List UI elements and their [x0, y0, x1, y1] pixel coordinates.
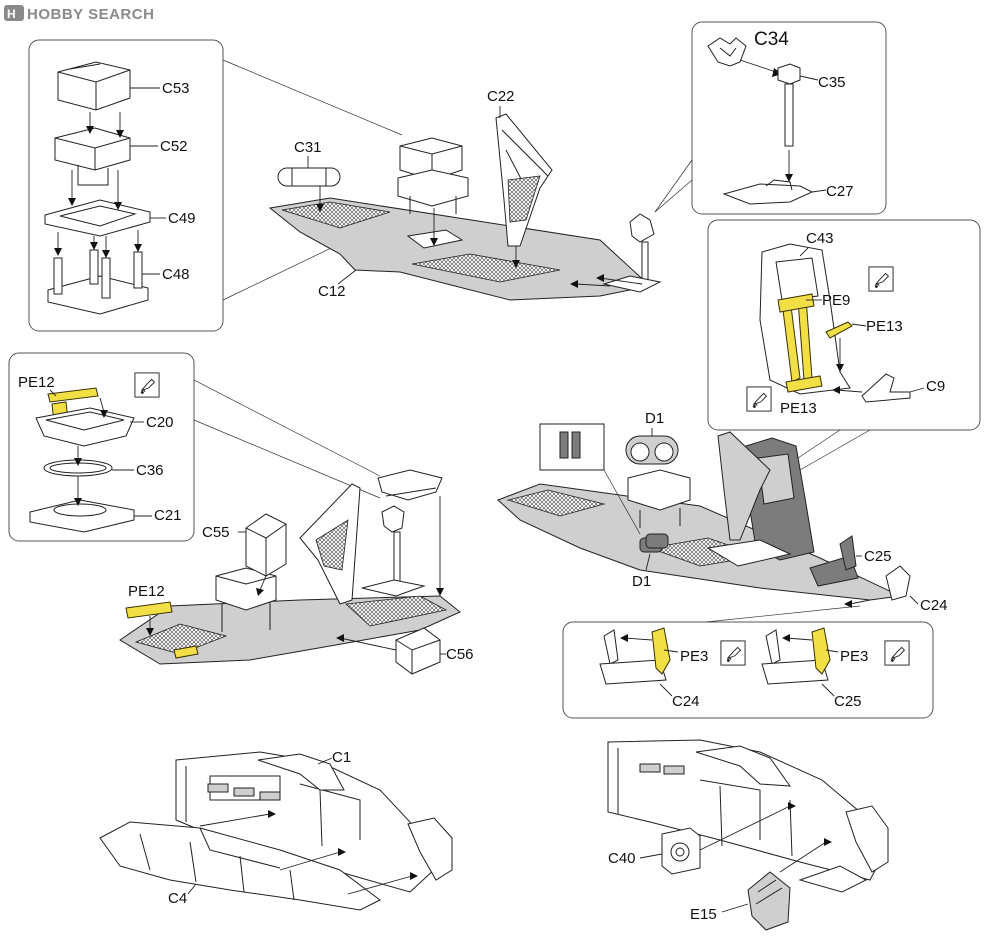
label-pe13-top: PE13 [866, 318, 903, 335]
bend-pe-part-icon [720, 640, 746, 666]
box-shaded [627, 469, 691, 528]
inset-seat: C43 PE9 PE13 C9 PE13 [707, 219, 981, 471]
part-c4 [99, 821, 381, 911]
part-pe3-left [651, 627, 671, 675]
fuselage-assembly-right: C40 E15 [607, 739, 889, 931]
part-c48 [47, 249, 149, 315]
part-c25-main [809, 535, 859, 587]
label-c4: C4 [168, 890, 187, 907]
turntable-installed [377, 469, 443, 501]
label-c24-main: C24 [920, 597, 948, 614]
part-c52 [54, 127, 131, 186]
part-c24-inset [599, 629, 667, 685]
box-assembly-middle [215, 567, 277, 632]
box-assembly-top [397, 137, 469, 214]
floor-middle [119, 595, 461, 665]
label-c48: C48 [162, 266, 190, 283]
part-pe13-bottom [785, 375, 823, 393]
part-c35 [777, 63, 801, 147]
part-e15 [747, 871, 791, 931]
bend-pe-part-icon [134, 372, 160, 398]
part-c40 [661, 827, 701, 875]
label-c12: C12 [318, 283, 346, 300]
label-c53: C53 [162, 80, 190, 97]
bend-pe-part-icon [884, 640, 910, 666]
seat-installed [706, 437, 815, 567]
label-c56: C56 [446, 646, 474, 663]
label-c27: C27 [826, 183, 854, 200]
watermark-text: HOBBY SEARCH [27, 6, 154, 23]
part-d1-bottom [639, 533, 669, 553]
part-pe12-main [125, 601, 199, 659]
part-c24-main [885, 565, 911, 601]
label-c40: C40 [608, 850, 636, 867]
part-c53 [57, 61, 131, 111]
label-e15: E15 [690, 906, 717, 923]
label-c1: C1 [332, 749, 351, 766]
bend-pe-part-icon [746, 386, 772, 412]
part-pe9 [777, 293, 815, 383]
radio-detail-box [539, 423, 641, 535]
label-pe3-right: PE3 [840, 648, 868, 665]
part-pe3-right [811, 627, 831, 675]
label-pe12-inset: PE12 [18, 374, 55, 391]
hobby-search-logo-icon: H [4, 5, 24, 21]
part-c31 [277, 167, 341, 187]
label-d1-bottom: D1 [632, 573, 651, 590]
floor-assembly-shaded: D1 D1 C25 C24 [497, 410, 948, 614]
part-c49 [44, 199, 151, 237]
label-c55: C55 [202, 524, 230, 541]
label-pe13-bottom: PE13 [780, 400, 817, 417]
label-c49: C49 [168, 210, 196, 227]
label-c24-inset: C24 [672, 693, 700, 710]
svg-text:H: H [7, 7, 16, 21]
label-pe3-left: PE3 [680, 648, 708, 665]
part-c20 [35, 407, 135, 447]
part-pe13-top [825, 321, 853, 339]
label-c36: C36 [136, 462, 164, 479]
label-c22: C22 [487, 88, 515, 105]
label-c25-main: C25 [864, 548, 892, 565]
bend-pe-part-icon [868, 266, 894, 292]
floor-assembly-middle: C55 PE12 C56 [119, 469, 474, 675]
floor-shaded [497, 483, 902, 601]
label-c43: C43 [806, 230, 834, 247]
label-c21: C21 [154, 507, 182, 524]
watermark: H HOBBY SEARCH [4, 5, 154, 23]
inset-pedals: PE3 C24 PE3 C25 [562, 605, 934, 719]
label-d1-top: D1 [645, 410, 664, 427]
label-c31: C31 [294, 139, 322, 156]
part-d1-top [625, 435, 679, 465]
label-c52: C52 [160, 138, 188, 155]
frame-shaded [717, 431, 771, 541]
part-c25-inset [761, 629, 829, 685]
part-c9 [861, 373, 911, 403]
label-c34: C34 [754, 29, 789, 50]
label-c20: C20 [146, 414, 174, 431]
inset-control-stick: C34 C35 C27 [654, 21, 887, 215]
part-c56 [395, 627, 441, 675]
fuselage-assembly-left: C1 C4 [99, 749, 453, 911]
label-pe12-main: PE12 [128, 583, 165, 600]
inset-storage-box: C53 C52 C49 C48 [28, 39, 403, 332]
part-c34 [707, 37, 747, 67]
label-c25-inset: C25 [834, 693, 862, 710]
inset-turntable: PE12 C20 C36 C21 [8, 352, 381, 542]
frame-middle [299, 483, 361, 605]
label-c35: C35 [818, 74, 846, 91]
label-pe9: PE9 [822, 292, 850, 309]
part-c1 [175, 751, 453, 893]
control-stick-installed [602, 213, 662, 293]
floor-assembly-top: C22 C31 C12 [268, 88, 662, 301]
part-c55 [245, 513, 287, 577]
stick-middle [361, 505, 426, 597]
part-c22 [495, 113, 553, 247]
fuselage-half-right [607, 739, 889, 893]
label-c9: C9 [926, 378, 945, 395]
